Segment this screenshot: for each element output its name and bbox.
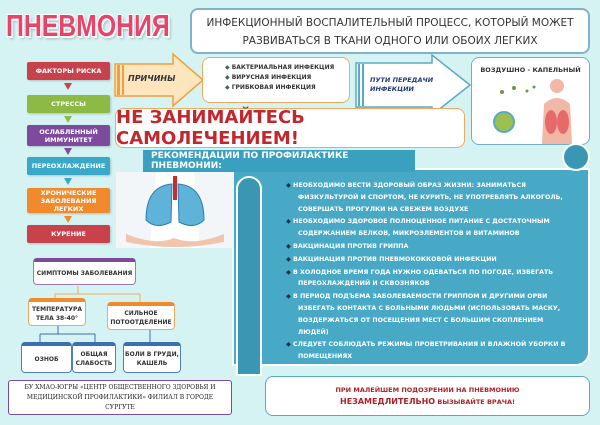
cause-item: ВИРУСНАЯ ИНФЕКЦИЯ	[225, 73, 349, 83]
recommendation-item: В ХОЛОДНОЕ ВРЕМЯ ГОДА НУЖНО ОДЕВАТЬСЯ ПО…	[286, 267, 568, 291]
recommendations-panel: НЕОБХОДИМО ВЕСТИ ЗДОРОВЫЙ ОБРАЗ ЖИЗНИ: З…	[232, 168, 590, 366]
recommendation-item: В ПЕРИОД ПОДЪЕМА ЗАБОЛЕВАЕМОСТИ ГРИППОМ …	[286, 291, 568, 338]
arrow-down-icon	[64, 148, 72, 155]
recommendation-item: ВАКЦИНАЦИЯ ПРОТИВ ПНЕВМОКОККОВОЙ ИНФЕКЦИ…	[286, 254, 568, 266]
recommendation-item: НЕОБХОДИМО ЗДОРОВОЕ ПОЛНОЦЕННОЕ ПИТАНИЕ …	[286, 216, 568, 240]
definition-line: ИНФЕКЦИОННЫЙ ВОСПАЛИТЕЛЬНЫЙ ПРОЦЕСС, КОТ…	[206, 17, 574, 29]
risk-factor: ПЕРЕОХЛАЖДЕНИЕ	[27, 157, 110, 175]
risk-factors-header: ФАКТОРЫ РИСКА	[27, 62, 110, 80]
symptom-chest-pain: БОЛИ В ГРУДИ, КАШЕЛЬ	[123, 342, 181, 373]
notice-text: ВЫЗЫВАЙТЕ ВРАЧА!	[435, 397, 515, 406]
cause-item: БАКТЕРИАЛЬНАЯ ИНФЕКЦИЯ	[225, 63, 349, 73]
risk-factor: ХРОНИЧЕСКИЕ ЗАБОЛЕВАНИЯ ЛЕГКИХ	[27, 188, 110, 213]
human-respiratory-icon	[493, 79, 572, 144]
symptoms-header: СИМПТОМЫ ЗАБОЛЕВАНИЯ	[33, 258, 136, 285]
airborne-box: ВОЗДУШНО - КАПЕЛЬНЫЙ	[471, 57, 590, 145]
symptom-chills: ОЗНОБ	[21, 342, 72, 373]
recommendation-item: ВАКЦИНАЦИЯ ПРОТИВ ГРИППА	[286, 241, 568, 253]
risk-factor: СТРЕССЫ	[27, 95, 110, 113]
transmission-label: ПУТИ ПЕРЕДАЧИ ИНФЕКЦИИ	[370, 76, 434, 93]
self-treatment-warning: НЕ ЗАНИМАЙТЕСЬ САМОЛЕЧЕНИЕМ!	[115, 107, 465, 149]
symptom-weakness: ОБЩАЯ СЛАБОСТЬ	[72, 342, 116, 373]
risk-factor: ОСЛАБЛЕННЫЙ ИММУНИТЕТ	[27, 125, 110, 146]
arrow-down-icon	[64, 178, 72, 185]
notice-text: ПРИ МАЛЕЙШЕМ ПОДОЗРЕНИИ НА ПНЕВМОНИЮ	[335, 385, 520, 394]
notice-emphasis: НЕЗАМЕДЛИТЕЛЬНО	[340, 396, 436, 406]
scroll-roll-decoration	[236, 176, 262, 376]
arrow-down-icon	[64, 116, 72, 123]
page-title: ПНЕВМОНИЯ	[6, 8, 170, 43]
transmission-route: ВОЗДУШНО - КАПЕЛЬНЫЙ	[480, 66, 581, 74]
symptom-sweating: СИЛЬНОЕ ПОТООТДЕЛЕНИЕ	[107, 302, 175, 330]
doctor-notice: ПРИ МАЛЕЙШЕМ ПОДОЗРЕНИИ НА ПНЕВМОНИЮ НЕЗ…	[265, 376, 590, 416]
definition-line: РАЗВИВАТЬСЯ В ТКАНИ ОДНОГО ИЛИ ОБОИХ ЛЕГ…	[242, 35, 538, 47]
recommendation-item: СЛЕДУЕТ СОБЛЮДАТЬ РЕЖИМЫ ПРОВЕТРИВАНИЯ И…	[286, 339, 568, 363]
arrow-down-icon	[64, 216, 72, 223]
transmission-arrow-icon	[355, 53, 472, 117]
recommendations-header: РЕКОМЕНДАЦИИ ПО ПРОФИЛАКТИКЕ ПНЕВМОНИИ:	[143, 150, 415, 172]
definition-box: ИНФЕКЦИОННЫЙ ВОСПАЛИТЕЛЬНЫЙ ПРОЦЕСС, КОТ…	[190, 8, 590, 54]
arrow-down-icon	[64, 83, 72, 90]
symptom-temperature: ТЕМПЕРАТУРА ТЕЛА 38-40°	[28, 298, 86, 326]
doctor-lungs-image	[116, 172, 234, 248]
recommendation-item: НЕОБХОДИМО ВЕСТИ ЗДОРОВЫЙ ОБРАЗ ЖИЗНИ: З…	[286, 180, 568, 215]
risk-factor: КУРЕНИЕ	[27, 225, 110, 243]
scroll-roll-decoration	[562, 143, 590, 171]
organization-banner: БУ ХМАО-ЮГРЫ «ЦЕНТР ОБЩЕСТВЕННОГО ЗДОРОВ…	[8, 380, 232, 415]
causes-label: ПРИЧИНЫ	[128, 74, 176, 83]
cause-item: ГРИБКОВАЯ ИНФЕКЦИЯ	[225, 83, 349, 93]
causes-box: БАКТЕРИАЛЬНАЯ ИНФЕКЦИЯ ВИРУСНАЯ ИНФЕКЦИЯ…	[202, 57, 350, 103]
symptoms-connectors	[39, 286, 151, 342]
causes-arrow-icon	[114, 52, 205, 108]
